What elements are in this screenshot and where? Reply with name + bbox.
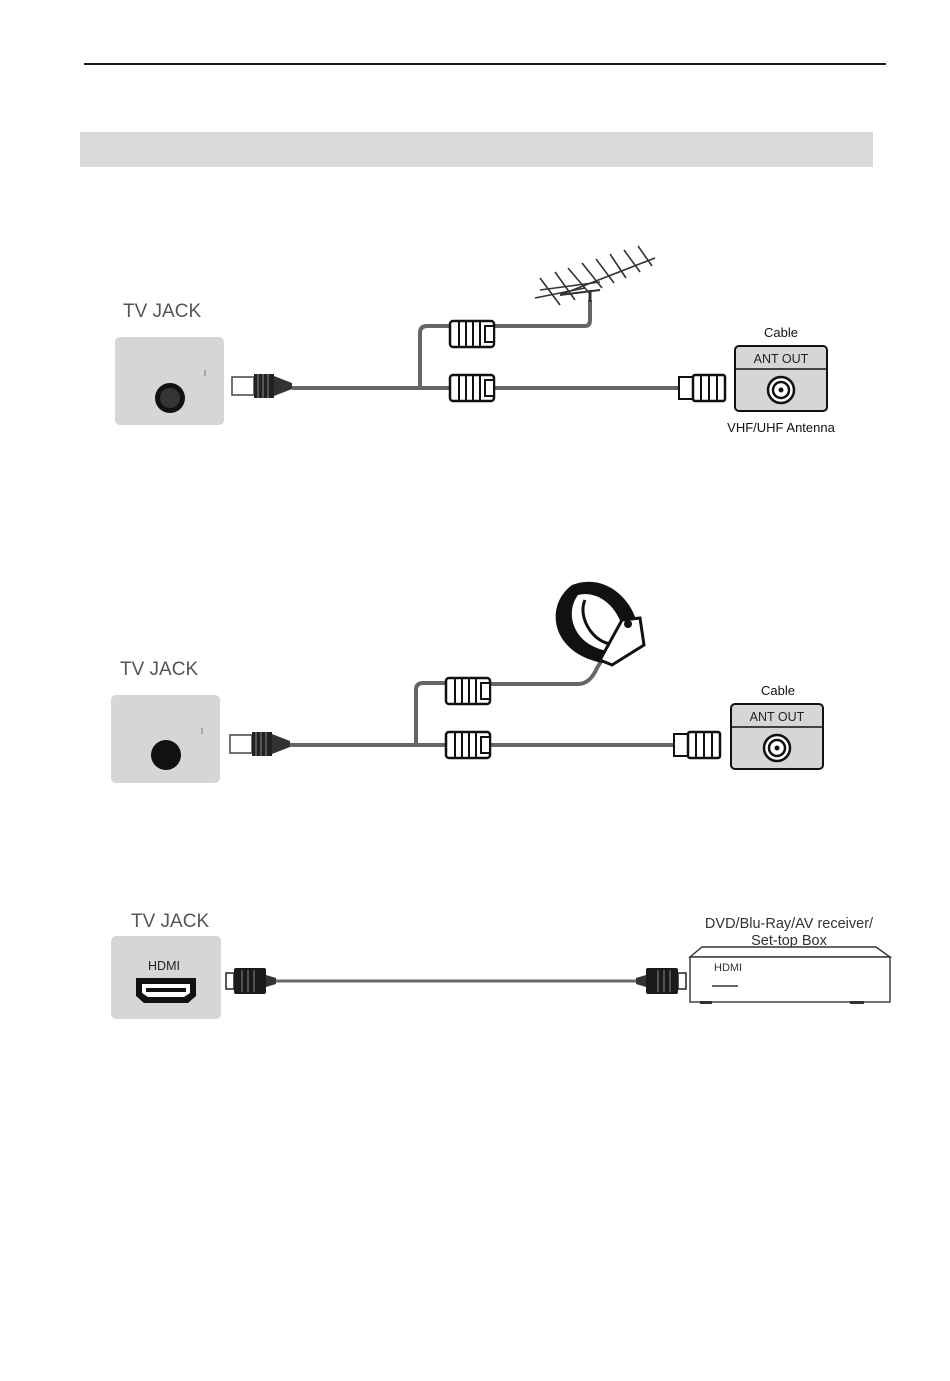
tv-hdmi-port-icon [136, 978, 196, 1003]
tv-coax-plug-icon [232, 374, 292, 398]
device-label-line1: DVD/Blu-Ray/AV receiver/ [705, 916, 874, 932]
ant-out-label: ANT OUT [754, 352, 809, 366]
tv-jack-title: TV JACK [123, 301, 201, 322]
device-hdmi-label: HDMI [714, 962, 742, 974]
antenna-diagram: TV JACK Cable [115, 246, 836, 435]
satellite-diagram: TV JACK Cable ANT OUT [111, 582, 823, 783]
source-label-cable: Cable [764, 325, 798, 340]
set-top-box-icon [690, 947, 890, 1004]
hdmi-diagram: TV JACK HDMI DVD/Blu-Ray/AV receiver/ Se… [111, 911, 890, 1019]
tv-coax-plug-icon [230, 732, 290, 756]
source-connector-icon [679, 375, 725, 401]
ant-out-label: ANT OUT [750, 710, 805, 724]
splitter-connector-top-icon [450, 321, 494, 347]
splitter-connector-bottom-icon [450, 375, 494, 401]
ant-out-port-icon [764, 735, 790, 761]
source-label-antenna: VHF/UHF Antenna [727, 420, 835, 435]
splitter-connector-top-icon [446, 678, 490, 704]
yagi-antenna-icon [535, 246, 655, 305]
device-hdmi-plug-icon [636, 968, 686, 994]
satellite-dish-icon [556, 582, 644, 665]
tv-hdmi-label: HDMI [148, 959, 180, 973]
source-connector-icon [674, 732, 720, 758]
antenna-branch-cable [420, 326, 452, 388]
source-label-cable: Cable [761, 683, 795, 698]
dish-branch-cable [416, 683, 448, 745]
tv-jack-title: TV JACK [131, 911, 209, 932]
ant-out-port-icon [768, 377, 794, 403]
tv-jack-panel [111, 936, 221, 1019]
tv-jack-title: TV JACK [120, 659, 198, 680]
tv-hdmi-plug-icon [226, 968, 276, 994]
splitter-connector-bottom-icon [446, 732, 490, 758]
tv-antenna-port [151, 740, 181, 770]
